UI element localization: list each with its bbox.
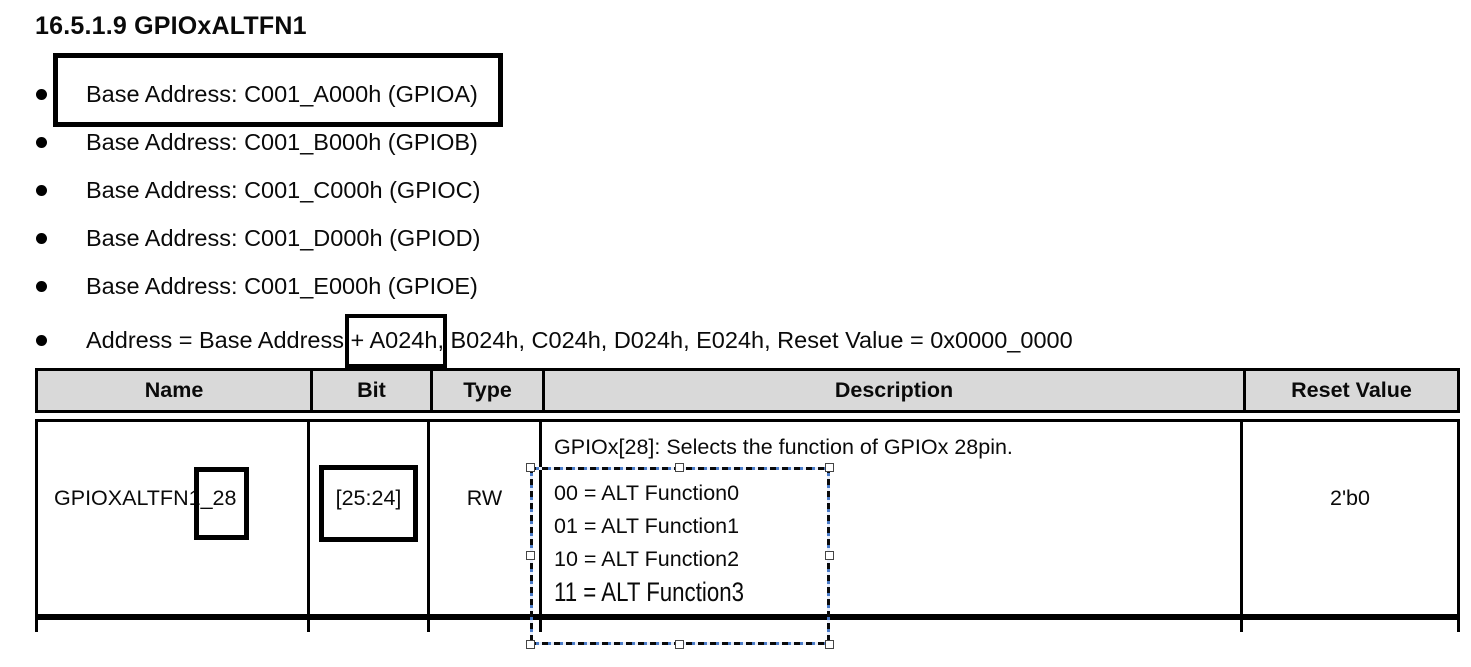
bullet-base-address-gpiod: Base Address: C001_D000h (GPIOD) [36, 222, 480, 254]
reset-value: 2'b0 [1330, 485, 1370, 510]
bullet-dot [36, 185, 47, 196]
bullet-dot [36, 233, 47, 244]
bullet-base-address-gpiob: Base Address: C001_B000h (GPIOB) [36, 126, 478, 158]
bullet-text: Base Address: C001_E000h (GPIOE) [86, 273, 478, 299]
register-table-row: GPIOXALTFN1_28 [25:24] RW GPIOx[28]: Sel… [35, 419, 1460, 620]
bit-range: [25:24] [335, 485, 402, 510]
column-header-name: Name [38, 371, 313, 410]
selection-handle-middle-left[interactable] [526, 551, 535, 560]
bullet-text: Base Address: C001_D000h (GPIOD) [86, 225, 481, 251]
bullet-dot [36, 89, 47, 100]
selection-handle-bottom-right[interactable] [825, 640, 834, 649]
cell-description: GPIOx[28]: Selects the function of GPIOx… [542, 422, 1243, 614]
selection-handle-top-left[interactable] [526, 463, 535, 472]
next-row-stub [35, 620, 1460, 632]
register-name: GPIOXALTFN1 [54, 485, 201, 510]
cell-reset-value: 2'b0 [1243, 422, 1457, 614]
column-header-reset-value: Reset Value [1291, 378, 1412, 402]
highlight-box-bits: [25:24] [318, 464, 419, 542]
selection-handle-top-right[interactable] [825, 463, 834, 472]
address-formula-boxed: + A024h [350, 327, 438, 353]
column-header-type: Type [433, 371, 545, 410]
selection-annotation-box[interactable] [526, 463, 834, 649]
selection-handle-top-middle[interactable] [675, 463, 684, 472]
column-header-description: Description [545, 371, 1246, 410]
highlight-box-28: _28 [193, 466, 250, 540]
bullet-dot [36, 335, 47, 346]
bullet-base-address-gpioc: Base Address: C001_C000h (GPIOC) [36, 174, 480, 206]
selection-handle-bottom-middle[interactable] [675, 640, 684, 649]
bullet-base-address-gpioe: Base Address: C001_E000h (GPIOE) [36, 270, 478, 302]
register-table-header: Name Bit Type Description Reset Value [35, 368, 1460, 413]
bullet-text: Base Address: C001_A000h (GPIOA) [86, 81, 478, 107]
column-header-bit: Bit [313, 371, 433, 410]
access-type: RW [466, 485, 503, 510]
cell-bit: [25:24] [310, 422, 430, 614]
option-line: 10 = ALT Function2 [554, 547, 740, 571]
bullet-dot [36, 281, 47, 292]
option-line-edited: 11 = ALT Function3 [554, 577, 744, 607]
address-formula-pre: Address = Base Address [86, 327, 351, 353]
bullet-base-address-gpioa: Base Address: C001_A000h (GPIOA) [36, 53, 503, 127]
bullet-dot [36, 137, 47, 148]
address-formula-post: , B024h, C024h, D024h, E024h, Reset Valu… [437, 327, 1073, 353]
register-name-suffix: _28 [200, 485, 237, 510]
bullet-text: Base Address: C001_B000h (GPIOB) [86, 129, 478, 155]
option-line: 00 = ALT Function0 [554, 481, 740, 505]
bullet-address-formula: Address = Base Address + A024h, B024h, C… [36, 314, 1073, 368]
selection-handle-middle-right[interactable] [825, 551, 834, 560]
highlight-box-a024h: + A024h [344, 314, 448, 368]
description-options: 00 = ALT Function0 01 = ALT Function1 10… [554, 477, 1240, 609]
bullet-text: Base Address: C001_C000h (GPIOC) [86, 177, 481, 203]
description-line: GPIOx[28]: Selects the function of GPIOx… [554, 435, 1013, 459]
section-heading: 16.5.1.9 GPIOxALTFN1 [35, 12, 307, 40]
cell-type: RW [430, 422, 542, 614]
selection-handle-bottom-left[interactable] [526, 640, 535, 649]
highlight-box-gpioa: Base Address: C001_A000h (GPIOA) [53, 53, 503, 127]
cell-name: GPIOXALTFN1_28 [38, 422, 310, 614]
option-line: 01 = ALT Function1 [554, 514, 740, 538]
